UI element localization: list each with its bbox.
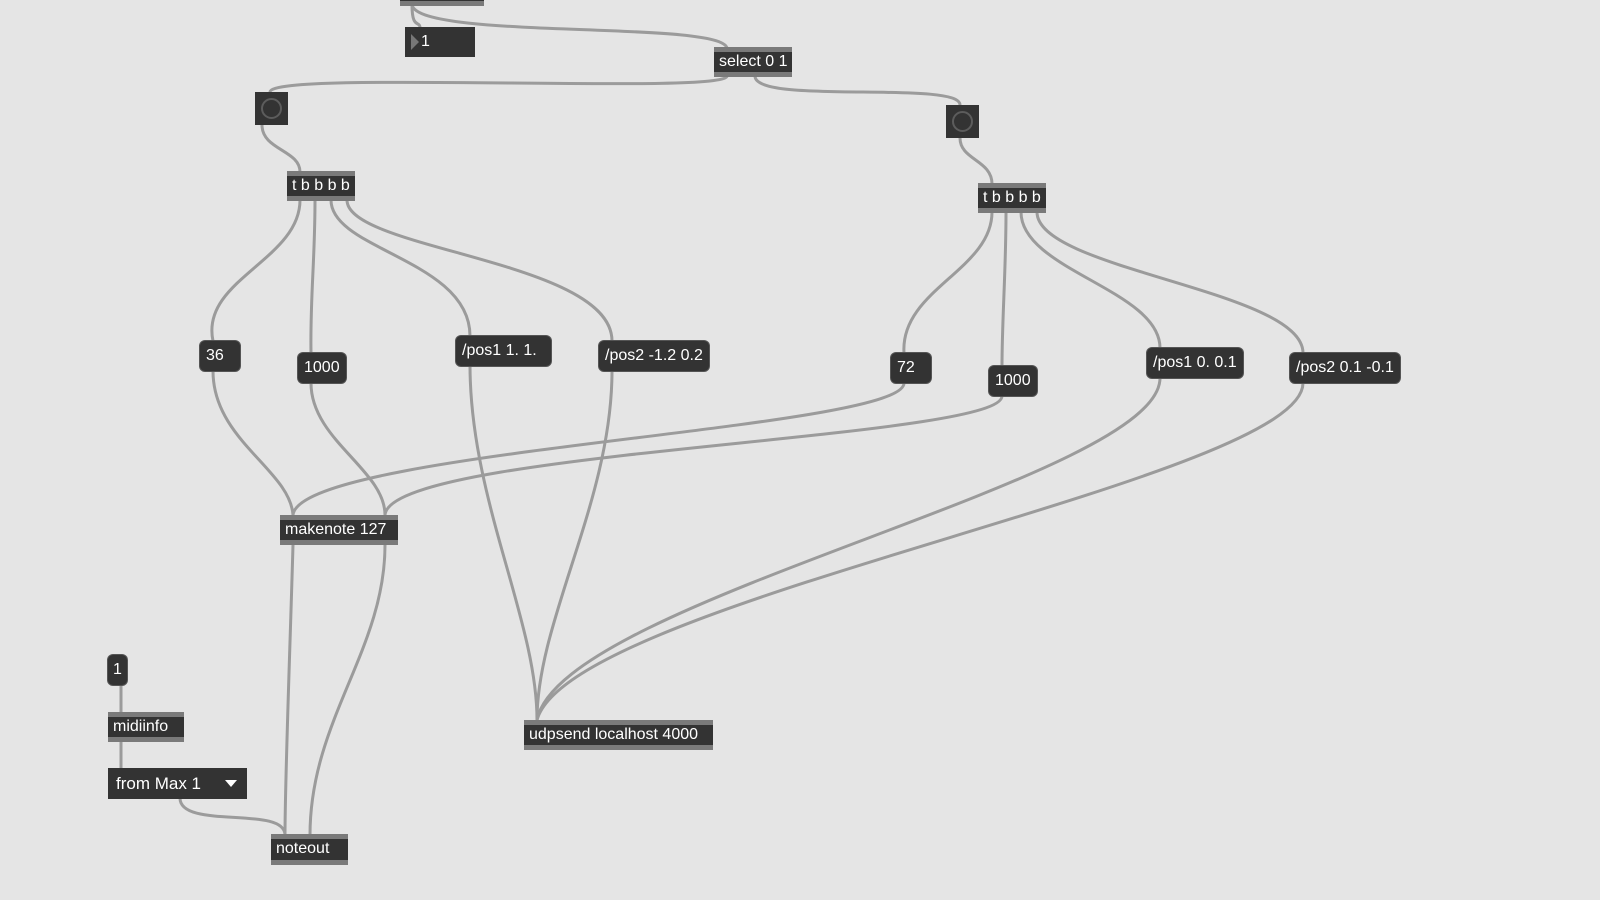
menu-value: from Max 1 xyxy=(116,774,202,793)
cord xyxy=(308,543,387,837)
cord xyxy=(753,74,962,107)
cord xyxy=(1035,210,1305,355)
cord xyxy=(410,3,729,50)
midiinfo-object[interactable]: midiinfo xyxy=(108,712,184,742)
cord xyxy=(268,74,729,94)
dropdown-triangle-icon xyxy=(225,780,237,787)
bang-button-left[interactable] xyxy=(255,92,288,125)
message-1000-left[interactable]: 1000 xyxy=(298,353,346,383)
noteout-object[interactable]: noteout xyxy=(271,834,348,865)
bang-circle-icon xyxy=(261,98,282,119)
cord xyxy=(211,369,295,517)
number-box[interactable]: 1 xyxy=(405,27,475,57)
bang-button-right[interactable] xyxy=(946,105,979,138)
message-pos1-right[interactable]: /pos1 0. 0.1 xyxy=(1147,348,1243,378)
message-72[interactable]: 72 xyxy=(891,353,931,383)
cord xyxy=(535,369,614,722)
cord xyxy=(210,198,302,343)
cord xyxy=(468,363,539,722)
cord xyxy=(329,198,472,338)
cord xyxy=(178,796,287,837)
play-triangle-icon xyxy=(411,33,419,50)
cord xyxy=(902,210,994,355)
cord xyxy=(410,3,422,30)
number-value: 1 xyxy=(421,33,430,50)
message-1000-right[interactable]: 1000 xyxy=(989,366,1037,396)
cord xyxy=(260,123,302,174)
midi-port-menu[interactable]: from Max 1 xyxy=(108,768,247,799)
cord xyxy=(383,394,1004,517)
bang-circle-icon xyxy=(952,111,973,132)
object-box-offscreen[interactable] xyxy=(400,0,484,6)
trigger-object-left[interactable]: t b b b b xyxy=(287,171,355,201)
makenote-object[interactable]: makenote 127 xyxy=(280,515,398,545)
message-pos2-right[interactable]: /pos2 0.1 -0.1 xyxy=(1290,353,1400,383)
cord xyxy=(291,381,906,517)
cord xyxy=(1000,210,1008,368)
cord xyxy=(345,198,614,343)
message-36[interactable]: 36 xyxy=(200,341,240,371)
cord xyxy=(283,543,295,837)
trigger-object-right[interactable]: t b b b b xyxy=(978,183,1046,213)
cord xyxy=(309,381,387,517)
cord xyxy=(1019,210,1162,350)
cord xyxy=(535,381,1305,722)
cord xyxy=(958,136,994,186)
message-pos2-left[interactable]: /pos2 -1.2 0.2 xyxy=(599,341,709,371)
cord xyxy=(535,376,1162,722)
message-pos1-left[interactable]: /pos1 1. 1. xyxy=(456,336,551,366)
udpsend-object[interactable]: udpsend localhost 4000 xyxy=(524,720,713,750)
select-object[interactable]: select 0 1 xyxy=(714,47,793,77)
cord xyxy=(309,198,317,355)
message-1[interactable]: 1 xyxy=(108,655,127,685)
